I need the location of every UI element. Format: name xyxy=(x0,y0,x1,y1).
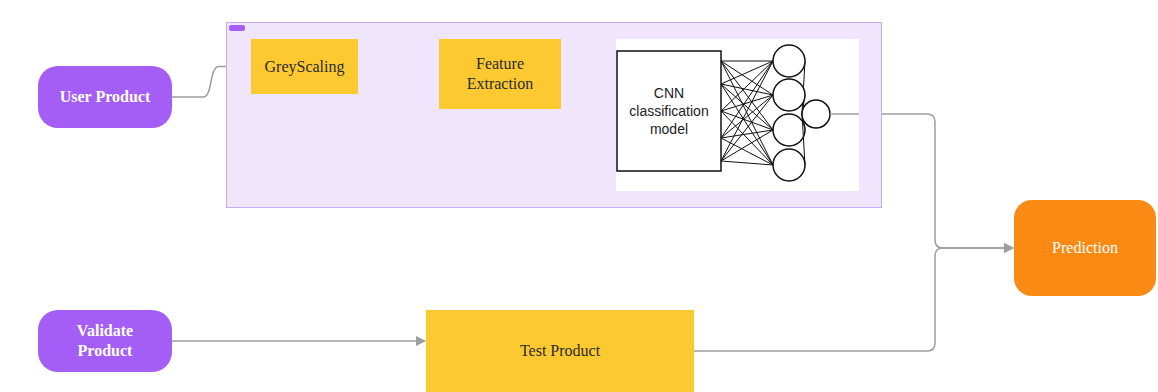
process-box: Test Product xyxy=(426,310,694,392)
flow-arrow xyxy=(694,248,1013,351)
flow-arrow xyxy=(859,114,1013,248)
node-label: GreyScaling xyxy=(255,57,355,77)
node-label: Test Product xyxy=(510,341,610,361)
process-box: GreyScaling xyxy=(251,39,358,94)
output-box: Prediction xyxy=(1014,200,1156,296)
input-pill: Validate Product xyxy=(38,310,172,372)
region-tag xyxy=(229,25,245,31)
node-label: Validate Product xyxy=(40,321,170,361)
model-label: CNN classification model xyxy=(620,53,718,169)
node-label: Feature Extraction xyxy=(441,54,559,94)
process-box: Feature Extraction xyxy=(439,39,561,109)
input-pill: User Product xyxy=(38,66,172,128)
node-label: Prediction xyxy=(1042,238,1128,258)
model-box: CNN classification model xyxy=(616,39,859,191)
flow-arrow xyxy=(172,340,425,342)
pipeline-region: GreyScaling Feature Extraction CNN classif… xyxy=(226,22,882,208)
node-label: User Product xyxy=(50,87,161,107)
